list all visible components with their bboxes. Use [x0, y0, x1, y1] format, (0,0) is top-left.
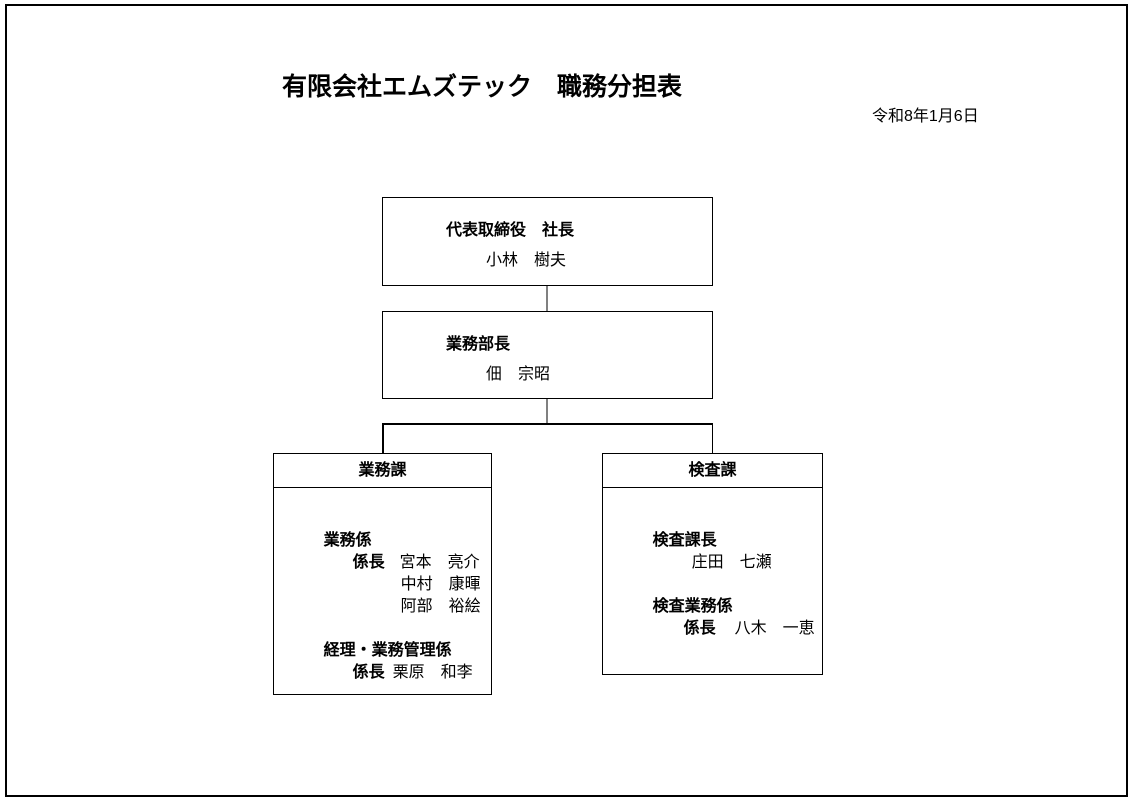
doc-date: 令和8年1月6日: [872, 108, 979, 125]
section-title-label: 業務係: [323, 532, 372, 549]
member-name: 阿部 裕絵: [400, 598, 481, 615]
dept-kensa-box: 検査課 検査課長 庄田 七瀬 検査業務係 係長 八木 一恵: [602, 453, 823, 675]
section-title: 経理・業務管理係: [274, 618, 491, 659]
page-title: 有限会社エムズテック 職務分担表: [282, 73, 683, 101]
dept-kensa-body: 検査課長 庄田 七瀬 検査業務係 係長 八木 一恵: [603, 488, 822, 637]
ceo-title: 代表取締役 社長: [446, 222, 575, 239]
page-border-frame: [5, 4, 1128, 797]
section-title-label: 検査課長: [652, 532, 717, 549]
member-name: 庄田 七瀬: [691, 554, 772, 571]
dept-kensa-header: 検査課: [603, 454, 822, 488]
section-title-label: 検査業務係: [652, 598, 733, 615]
role-label: 係長: [683, 620, 716, 637]
section-title-label: 経理・業務管理係: [323, 642, 452, 659]
member-name: 宮本 亮介: [399, 554, 480, 571]
member-line: 中村 康暉: [274, 552, 491, 593]
connector-ceo-manager: [546, 286, 548, 311]
dept-gyomu-header: 業務課: [274, 454, 491, 488]
member-name: 八木 一恵: [734, 620, 815, 637]
connector-left-drop: [382, 424, 384, 453]
ceo-box: 代表取締役 社長 小林 樹夫: [382, 197, 713, 286]
section-title: 検査課長: [603, 508, 822, 549]
section-title: 検査業務係: [603, 574, 822, 615]
dept-gyomu-body: 業務係 係長宮本 亮介 中村 康暉 阿部 裕絵 経理・業務管理係 係長栗原 和李: [274, 488, 491, 681]
manager-box: 業務部長 佃 宗昭: [382, 311, 713, 399]
role-label: 係長: [352, 664, 385, 681]
connector-right-drop: [711, 424, 713, 453]
ceo-name: 小林 樹夫: [486, 252, 567, 269]
manager-title: 業務部長: [446, 336, 511, 353]
member-line: 係長 八木 一恵: [603, 596, 822, 637]
member-line: 係長栗原 和李: [274, 640, 491, 681]
member-name: 中村 康暉: [400, 576, 481, 593]
member-line: 阿部 裕絵: [274, 574, 491, 615]
role-label: 係長: [352, 554, 385, 571]
member-name: 栗原 和李: [392, 664, 473, 681]
connector-manager-trunk: [546, 399, 548, 423]
member-line: 庄田 七瀬: [603, 530, 822, 571]
connector-horizontal: [382, 423, 713, 425]
dept-gyomu-box: 業務課 業務係 係長宮本 亮介 中村 康暉 阿部 裕絵 経理・業務管理係 係長栗…: [273, 453, 492, 695]
section-title: 業務係: [274, 508, 491, 549]
manager-name: 佃 宗昭: [486, 366, 551, 383]
member-line: 係長宮本 亮介: [274, 530, 491, 571]
